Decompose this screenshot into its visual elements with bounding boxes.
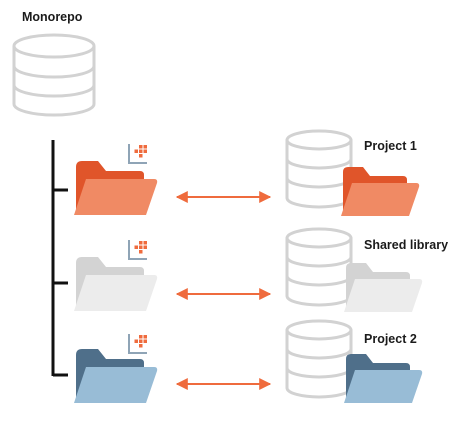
project-2-badge-icon bbox=[128, 334, 147, 354]
project-1-database-icon bbox=[285, 129, 353, 209]
project-2-repo-folder-icon bbox=[344, 354, 423, 403]
project-1-repo-folder-icon bbox=[341, 167, 420, 216]
project-1-label: Project 1 bbox=[364, 139, 417, 153]
monorepo-database-icon bbox=[12, 33, 96, 117]
shared-library-folder-icon bbox=[74, 257, 158, 311]
project-2-label: Project 2 bbox=[364, 332, 417, 346]
project-1-folder-icon bbox=[74, 161, 158, 215]
shared-library-label: Shared library bbox=[364, 238, 449, 252]
shared-library-badge-icon bbox=[128, 240, 147, 260]
project-2-folder-icon bbox=[74, 349, 158, 403]
project-1-badge-icon bbox=[128, 144, 147, 164]
tree-connector bbox=[51, 140, 68, 377]
shared-library-database-icon bbox=[285, 227, 353, 307]
monorepo-title: Monorepo bbox=[22, 10, 83, 24]
shared-library-repo-folder-icon bbox=[344, 263, 423, 312]
project-2-database-icon bbox=[285, 319, 353, 399]
